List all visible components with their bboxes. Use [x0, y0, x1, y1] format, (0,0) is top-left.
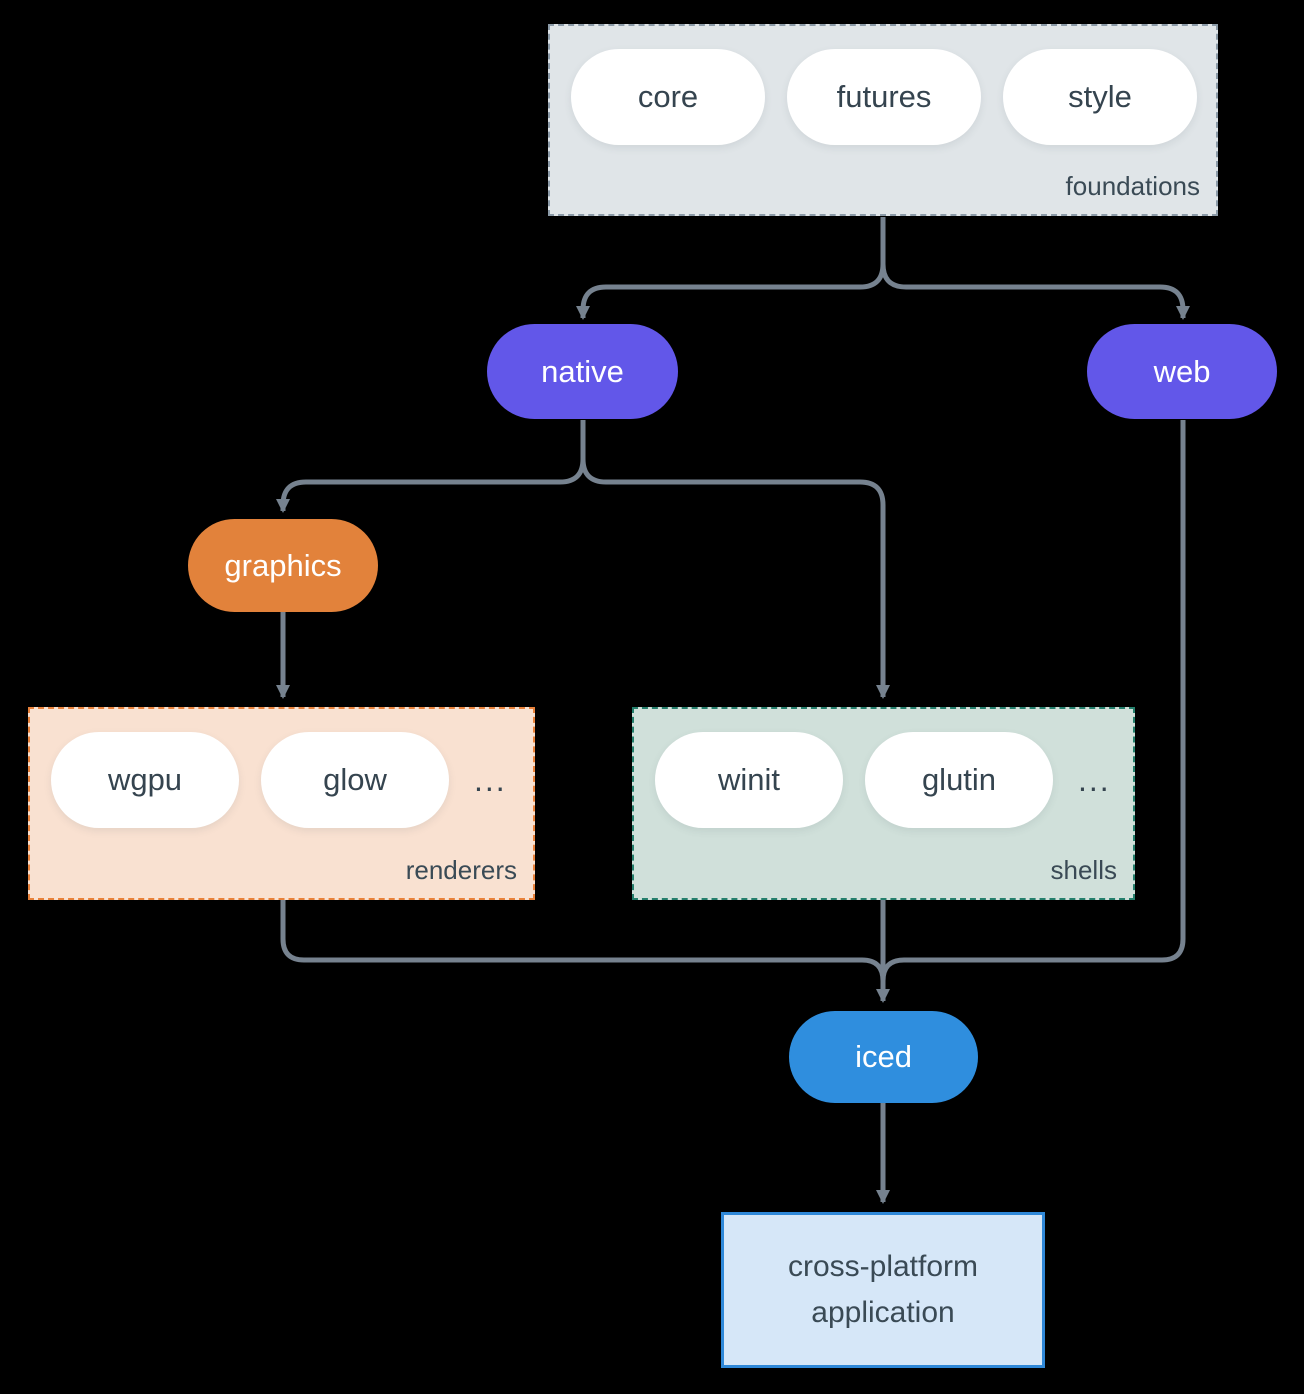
renderers-pill-row: wgpu glow ...: [30, 709, 533, 828]
group-foundations: core futures style foundations: [548, 24, 1218, 216]
node-futures: futures: [787, 49, 981, 145]
application-label-line2: application: [811, 1296, 955, 1329]
edge-foundations-native: [576, 217, 886, 320]
shells-label: shells: [1050, 855, 1117, 885]
node-web: web: [1087, 324, 1277, 419]
edge-native-graphics: [276, 420, 586, 513]
foundations-label: foundations: [1065, 171, 1200, 201]
shells-pill-row: winit glutin ...: [634, 709, 1133, 828]
group-renderers: wgpu glow ... renderers: [28, 707, 535, 900]
node-wgpu: wgpu: [51, 732, 239, 828]
edge-native-shells: [580, 420, 890, 699]
node-graphics: graphics: [188, 519, 378, 612]
node-native: native: [487, 324, 678, 419]
node-iced: iced: [789, 1011, 978, 1103]
shells-ellipsis: ...: [1078, 761, 1111, 798]
node-style: style: [1003, 49, 1197, 145]
renderers-ellipsis: ...: [474, 761, 507, 798]
node-glutin: glutin: [865, 732, 1053, 828]
application-label-line1: cross-platform: [787, 1250, 979, 1283]
group-shells: winit glutin ... shells: [632, 707, 1135, 900]
node-winit: winit: [655, 732, 843, 828]
foundations-pill-row: core futures style: [550, 26, 1216, 145]
renderers-label: renderers: [405, 855, 517, 885]
node-cross-platform-application: cross-platform application: [721, 1212, 1045, 1368]
edge-renderers-iced: [280, 900, 886, 982]
node-glow: glow: [261, 732, 449, 828]
node-core: core: [571, 49, 765, 145]
edge-foundations-web: [880, 217, 1190, 320]
